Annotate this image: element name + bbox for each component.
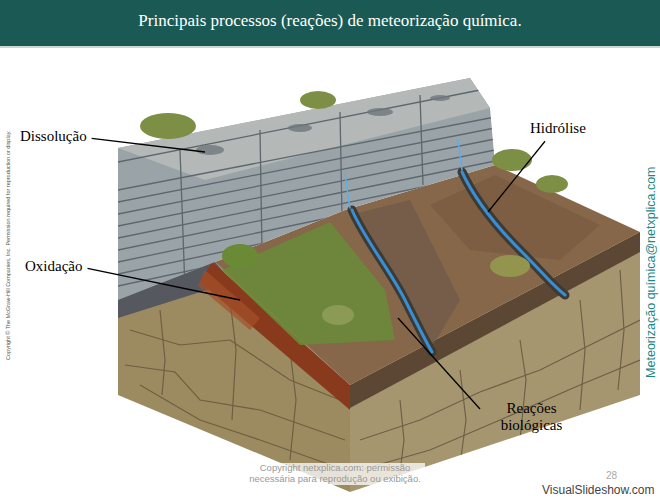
limestone-plateau <box>340 112 342 215</box>
limestone-plateau <box>118 90 480 162</box>
limestone-plateau <box>367 108 393 116</box>
limestone-plateau <box>430 95 450 101</box>
block-right-face <box>580 300 585 410</box>
limestone-plateau <box>118 161 495 238</box>
title-rule <box>0 46 660 48</box>
limestone-plateau <box>118 183 495 262</box>
process-label: Hidrólise <box>530 120 586 137</box>
copyright-note: Copyright © The McGraw-Hill Companies, I… <box>4 130 10 359</box>
limestone-plateau <box>288 124 312 132</box>
process-label: Dissolução <box>20 128 87 145</box>
grass-tufts <box>490 255 530 277</box>
grass-tufts <box>300 91 336 109</box>
streams <box>345 140 565 352</box>
leader-line <box>87 268 240 300</box>
block-left-face <box>230 300 236 420</box>
limestone-plateau <box>118 194 495 274</box>
site-watermark: VisualSlideshow.com <box>542 484 655 498</box>
limestone-plateau <box>180 150 185 290</box>
process-label: Oxidação <box>25 258 82 275</box>
grass-tufts <box>140 113 196 139</box>
limestone-plateau <box>118 205 495 286</box>
limestone-plateau <box>118 150 495 226</box>
title-bar: Principais processos (reações) de meteor… <box>0 0 660 46</box>
leader-line <box>488 141 545 212</box>
slide-title: Principais processos (reações) de meteor… <box>0 0 660 36</box>
limestone-plateau <box>118 78 495 300</box>
page-number: 28 <box>606 470 617 482</box>
limestone-plateau <box>420 95 423 185</box>
limestone-plateau <box>260 130 262 250</box>
block-left-face <box>290 350 296 460</box>
grass-tufts <box>140 91 568 325</box>
leader-line <box>92 138 205 152</box>
leader-line <box>398 318 480 409</box>
grass-tufts <box>222 244 258 268</box>
soil-surface <box>350 200 460 350</box>
process-label: Reações biológicas <box>484 400 579 435</box>
streams <box>352 210 432 352</box>
limestone-plateau <box>118 139 495 214</box>
block-left-face <box>140 385 345 470</box>
grass-tufts <box>322 305 354 325</box>
block-right-face <box>460 370 466 465</box>
limestone-plateau <box>118 78 495 300</box>
block-left-face <box>160 310 165 395</box>
streams <box>458 140 462 170</box>
limestone-plateau <box>118 172 495 250</box>
limestone-plateau <box>118 90 495 290</box>
block-right-face <box>618 270 624 390</box>
streams <box>352 210 432 352</box>
limestone-plateau <box>196 145 224 155</box>
streams <box>345 175 350 208</box>
grass-tufts <box>536 175 568 193</box>
limestone-plateau <box>118 128 495 202</box>
watermark-note: Copyright netxplica.com: permissão neces… <box>245 463 425 485</box>
side-watermark: Meteorização química@netxplica.com <box>643 166 657 377</box>
grass-tufts <box>492 149 532 171</box>
